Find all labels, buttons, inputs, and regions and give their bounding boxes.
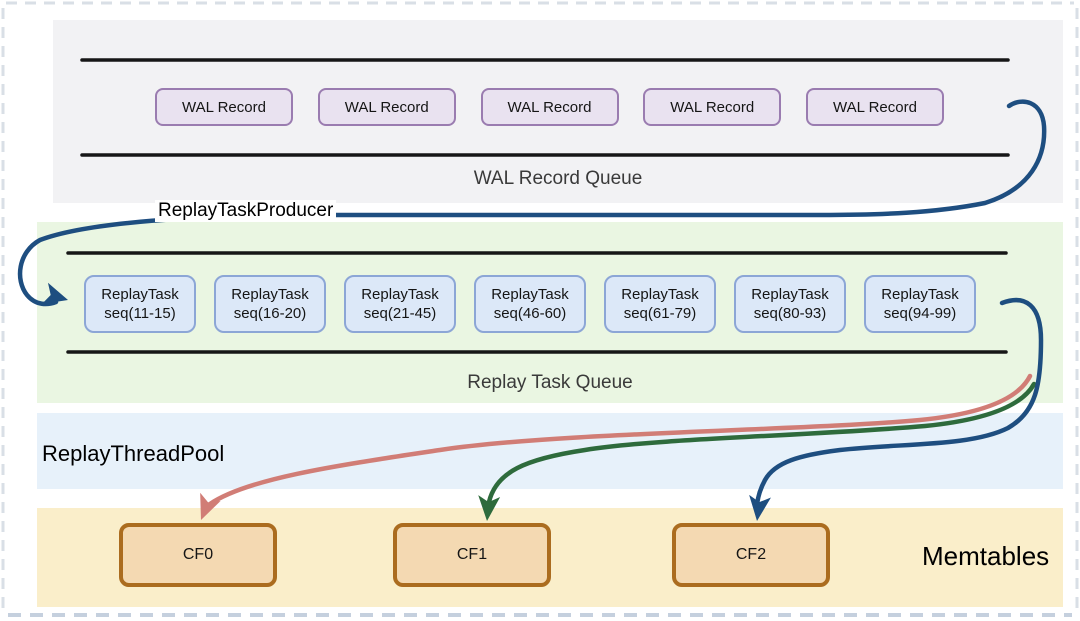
replay-task-box: ReplayTask seq(94-99) bbox=[864, 275, 976, 333]
replay-task-name: ReplayTask bbox=[491, 286, 569, 303]
replay-task-row: ReplayTask seq(11-15) ReplayTask seq(16-… bbox=[84, 275, 976, 333]
replay-task-box: ReplayTask seq(16-20) bbox=[214, 275, 326, 333]
replay-task-seq: seq(61-79) bbox=[623, 305, 697, 322]
wal-record-queue-label: WAL Record Queue bbox=[473, 168, 643, 189]
replay-task-name: ReplayTask bbox=[751, 286, 829, 303]
replay-task-name: ReplayTask bbox=[881, 286, 959, 303]
replay-task-queue-label: Replay Task Queue bbox=[467, 372, 633, 393]
replay-task-name: ReplayTask bbox=[621, 286, 699, 303]
replay-thread-pool-label: ReplayThreadPool bbox=[42, 441, 225, 466]
wal-record-box: WAL Record bbox=[317, 88, 456, 126]
cf1-memtable-box: CF1 bbox=[393, 523, 551, 587]
replay-task-seq: seq(11-15) bbox=[104, 305, 176, 322]
replay-task-seq: seq(16-20) bbox=[233, 305, 307, 322]
wal-record-row: WAL Record WAL Record WAL Record WAL Rec… bbox=[155, 88, 944, 126]
replay-task-name: ReplayTask bbox=[101, 286, 179, 303]
wal-record-box: WAL Record bbox=[155, 88, 293, 126]
replay-task-seq: seq(21-45) bbox=[363, 305, 437, 322]
cf2-memtable-box: CF2 bbox=[672, 523, 830, 587]
replay-task-box: ReplayTask seq(46-60) bbox=[474, 275, 586, 333]
memtables-label: Memtables bbox=[922, 541, 1050, 571]
replay-task-seq: seq(94-99) bbox=[883, 305, 957, 322]
wal-record-box: WAL Record bbox=[480, 88, 619, 126]
replay-task-box: ReplayTask seq(80-93) bbox=[734, 275, 846, 333]
replay-task-seq: seq(46-60) bbox=[493, 305, 567, 322]
wal-record-box: WAL Record bbox=[643, 88, 782, 126]
replay-task-box: ReplayTask seq(21-45) bbox=[344, 275, 456, 333]
wal-record-box: WAL Record bbox=[806, 88, 944, 126]
replay-task-seq: seq(80-93) bbox=[753, 305, 827, 322]
replay-task-name: ReplayTask bbox=[361, 286, 439, 303]
replay-task-producer-label: ReplayTaskProducer bbox=[155, 200, 337, 222]
replay-task-name: ReplayTask bbox=[231, 286, 309, 303]
replay-task-box: ReplayTask seq(61-79) bbox=[604, 275, 716, 333]
replay-task-box: ReplayTask seq(11-15) bbox=[84, 275, 196, 333]
cf0-memtable-box: CF0 bbox=[119, 523, 277, 587]
